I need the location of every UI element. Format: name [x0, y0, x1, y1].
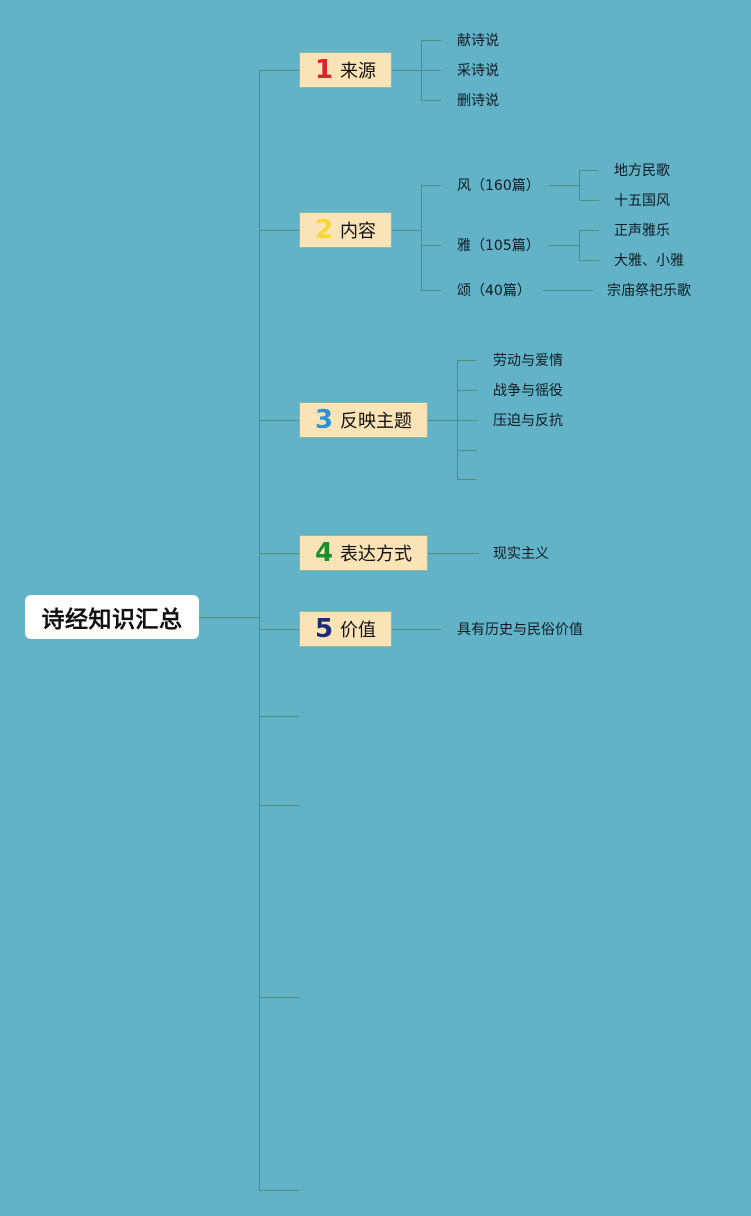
sub-node-ya[interactable]: 雅（105篇）: [457, 238, 540, 254]
branch-node-themes[interactable]: 3 反映主题: [299, 402, 428, 438]
connector: [421, 40, 441, 41]
empty-branch-connector: [259, 1190, 299, 1191]
root-title: 诗经知识汇总: [41, 607, 183, 633]
leaf-node[interactable]: 地方民歌: [614, 163, 670, 179]
leaf-node[interactable]: 现实主义: [493, 546, 549, 562]
leaf-node[interactable]: 战争与徭役: [493, 383, 563, 399]
connector: [457, 420, 477, 421]
connector: [259, 629, 299, 630]
branch-node-content[interactable]: 2 内容: [299, 212, 392, 248]
connector: [259, 230, 299, 231]
connector: [259, 553, 299, 554]
connector: [421, 185, 422, 291]
branch-label: 内容: [340, 221, 376, 242]
branch-node-expression[interactable]: 4 表达方式: [299, 535, 428, 571]
connector: [391, 70, 421, 71]
connector: [579, 260, 599, 261]
connector: [579, 200, 599, 201]
branch-number: 2: [314, 215, 334, 245]
connector: [421, 185, 441, 186]
connector: [391, 230, 421, 231]
connector: [579, 230, 580, 261]
connector: [427, 420, 457, 421]
sub-node-song[interactable]: 颂（40篇）: [457, 283, 531, 299]
connector: [457, 479, 477, 480]
connector: [421, 245, 441, 246]
leaf-node[interactable]: 采诗说: [457, 63, 499, 79]
connector: [457, 450, 477, 451]
branch-label: 表达方式: [340, 544, 412, 565]
branch-node-value[interactable]: 5 价值: [299, 611, 392, 647]
connector: [259, 70, 260, 1191]
connector: [457, 360, 477, 361]
sub-node-feng[interactable]: 风（160篇）: [457, 178, 540, 194]
empty-branch-connector: [259, 997, 299, 998]
connector: [421, 100, 441, 101]
branch-node-source[interactable]: 1 来源: [299, 52, 392, 88]
connector: [259, 420, 299, 421]
connector: [199, 617, 259, 618]
empty-branch-connector: [259, 805, 299, 806]
connector: [579, 230, 599, 231]
leaf-node[interactable]: 正声雅乐: [614, 223, 670, 239]
connector: [543, 290, 593, 291]
connector: [427, 553, 479, 554]
branch-number: 1: [314, 55, 334, 85]
root-node[interactable]: 诗经知识汇总: [25, 595, 199, 639]
branch-label: 价值: [340, 620, 376, 641]
leaf-node[interactable]: 十五国风: [614, 193, 670, 209]
branch-label: 来源: [340, 61, 376, 82]
leaf-node[interactable]: 删诗说: [457, 93, 499, 109]
branch-label: 反映主题: [340, 411, 412, 432]
connector: [549, 245, 579, 246]
branch-number: 3: [314, 405, 334, 435]
leaf-node[interactable]: 具有历史与民俗价值: [457, 622, 583, 638]
leaf-node[interactable]: 大雅、小雅: [614, 253, 684, 269]
branch-number: 5: [314, 614, 334, 644]
connector: [549, 185, 579, 186]
connector: [259, 70, 299, 71]
leaf-node[interactable]: 献诗说: [457, 33, 499, 49]
leaf-node[interactable]: 宗庙祭祀乐歌: [607, 283, 691, 299]
empty-branch-connector: [259, 716, 299, 717]
leaf-node[interactable]: 劳动与爱情: [493, 353, 563, 369]
branch-number: 4: [314, 538, 334, 568]
connector: [391, 629, 441, 630]
connector: [421, 290, 441, 291]
leaf-node[interactable]: 压迫与反抗: [493, 413, 563, 429]
connector: [457, 390, 477, 391]
connector: [421, 70, 441, 71]
connector: [579, 170, 599, 171]
connector: [579, 170, 580, 201]
